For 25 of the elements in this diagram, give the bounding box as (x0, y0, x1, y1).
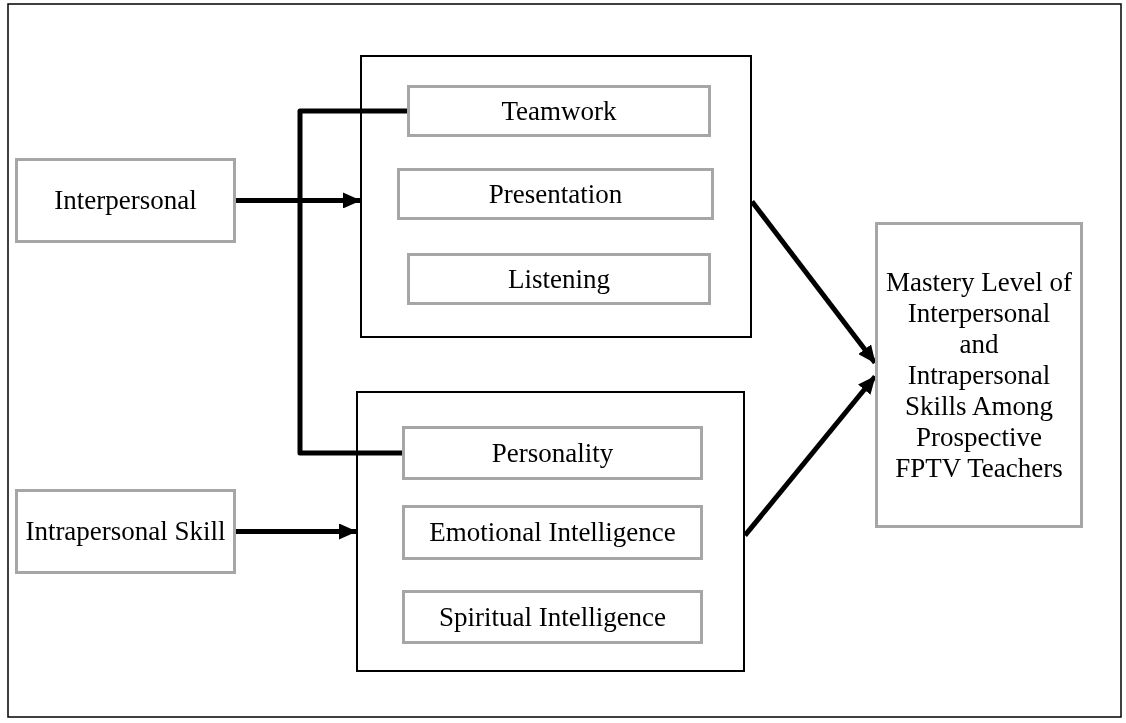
node-label: Emotional Intelligence (429, 517, 676, 548)
skill-box (402, 590, 703, 644)
group-box (360, 55, 752, 338)
skill-box (402, 426, 703, 480)
node-label: Personality (491, 437, 614, 469)
skill-box (15, 158, 236, 243)
node-label: Spiritual Intelligence (438, 601, 667, 633)
group-box (356, 391, 745, 672)
skill-box (402, 505, 703, 560)
skill-box (397, 168, 714, 220)
node-label: Presentation (488, 178, 623, 210)
node-label: Listening (508, 263, 610, 295)
node-label: Interpersonal (54, 185, 197, 216)
connector-line (297, 108, 407, 456)
outcome-box (875, 222, 1083, 528)
skill-box (407, 85, 711, 137)
arrow (743, 374, 877, 537)
node-label: Teamwork (501, 95, 617, 127)
arrow (236, 192, 361, 209)
arrow (236, 523, 357, 540)
skill-box (15, 489, 236, 574)
node-label: Mastery Level of Interpersonal and Intrapersonal Skills Among Prospective FPTV Teachers (886, 266, 1072, 484)
node-label: Intrapersonal Skill (25, 516, 226, 547)
arrow (750, 200, 877, 365)
skill-box (407, 253, 711, 305)
